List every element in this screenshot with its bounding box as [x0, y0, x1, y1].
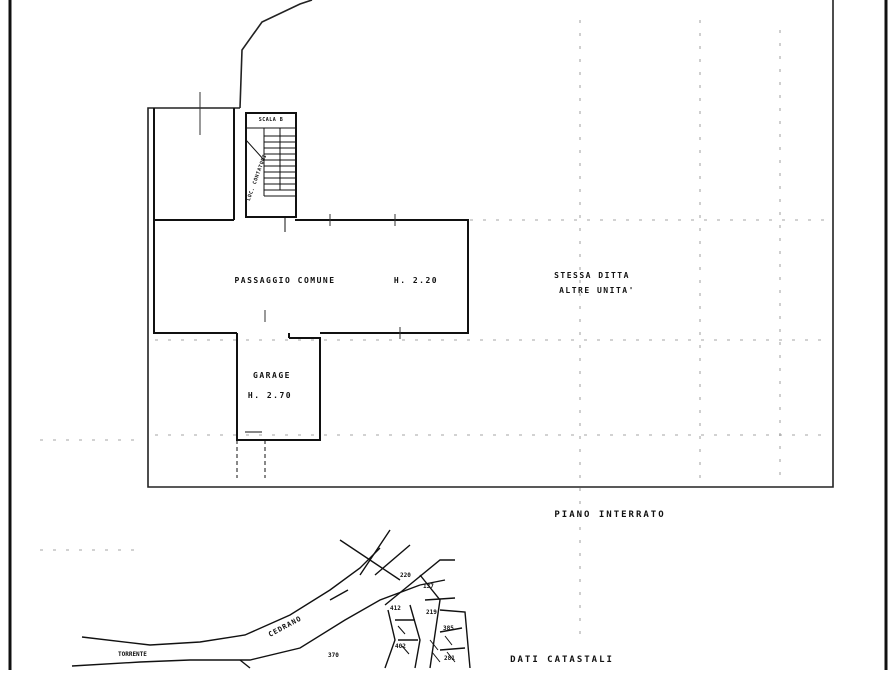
stair-label: SCALA B — [259, 117, 284, 123]
corridor-label: PASSAGGIO COMUNE — [234, 276, 335, 285]
stair-room — [245, 112, 297, 232]
parcel-number-370: 370 — [328, 652, 339, 659]
garage-height: H. 2.70 — [248, 391, 292, 400]
corridor-room — [153, 108, 469, 334]
parcel-number-220: 220 — [400, 572, 411, 579]
sheet-border — [8, 0, 888, 674]
floor-label: PIANO INTERRATO — [554, 510, 665, 520]
parcel-number-402: 402 — [395, 643, 406, 650]
cadastral-label: DATI CATASTALI — [510, 655, 614, 665]
road-label: CEDRANO — [267, 615, 303, 639]
parcel-number-137: 137 — [423, 583, 434, 590]
cadastral-map — [71, 529, 471, 669]
parcel-number-412: 412 — [390, 605, 401, 612]
map-hatching — [397, 625, 456, 663]
garage-room — [236, 333, 321, 478]
other-units-line2: ALTRE UNITA' — [559, 286, 635, 295]
parcel-number-385: 385 — [443, 625, 454, 632]
garage-label: GARAGE — [253, 371, 291, 380]
corridor-ticks — [199, 92, 401, 339]
corridor-height: H. 2.20 — [394, 276, 438, 285]
other-units-line1: STESSA DITTA — [554, 271, 630, 280]
construction-lines — [40, 20, 830, 640]
parcel-number-281: 281 — [444, 655, 455, 662]
parcel-number-219: 219 — [426, 609, 437, 616]
street-label: TORRENTE — [118, 651, 147, 658]
site-outline — [147, 0, 834, 488]
